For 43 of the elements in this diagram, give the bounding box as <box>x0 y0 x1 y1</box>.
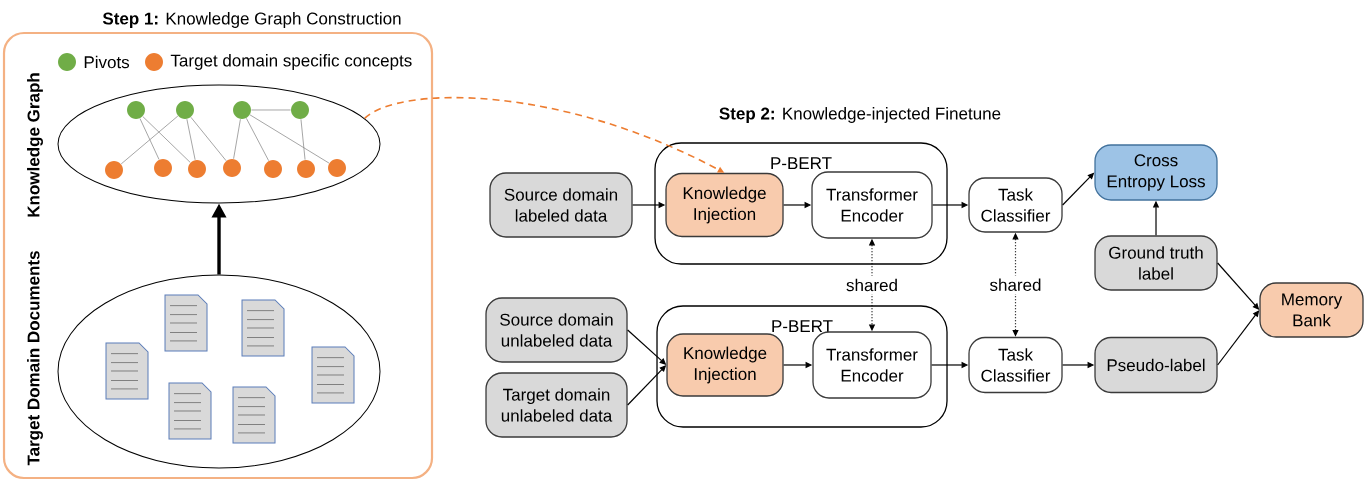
arrow <box>1217 310 1260 366</box>
graph-node <box>291 101 309 119</box>
process-box: Task Classifier <box>968 336 1063 394</box>
process-box: Knowledge Injection <box>665 172 784 238</box>
line <box>246 117 269 161</box>
heading: Step 2: Knowledge-injected Finetune <box>719 107 1001 123</box>
data-box: Source domain unlabeled data <box>485 297 628 363</box>
process-box: Task Classifier <box>968 177 1063 233</box>
line <box>233 118 241 160</box>
data-box: Source domain labeled data <box>489 172 633 238</box>
edge-label: shared <box>986 275 1045 294</box>
graph-node <box>223 159 241 177</box>
line <box>251 109 291 111</box>
process-box: Transformer Encoder <box>812 331 932 399</box>
data-box: Pseudo-label <box>1094 336 1218 394</box>
process-box: Knowledge Injection <box>666 333 784 397</box>
side-label: Target Domain Documents <box>27 251 43 466</box>
line <box>190 116 227 162</box>
legend-label: Target domain specific concepts <box>170 54 412 70</box>
data-box: Ground truth label <box>1094 235 1218 291</box>
edge-label: shared <box>843 275 901 295</box>
process-box: Memory Bank <box>1259 282 1364 338</box>
data-box: Target domain unlabeled data <box>485 372 628 438</box>
process-box: Transformer Encoder <box>811 171 933 239</box>
graph-node <box>188 160 206 178</box>
graph-node <box>127 101 145 119</box>
side-label: Knowledge Graph <box>27 73 43 217</box>
graph-node <box>328 159 346 177</box>
line <box>249 114 330 164</box>
process-box: Cross Entropy Loss <box>1094 144 1218 201</box>
line <box>139 118 160 160</box>
graph-node <box>297 160 315 178</box>
graph-node <box>176 101 194 119</box>
graph-node <box>233 101 251 119</box>
graph-node <box>105 161 123 179</box>
line <box>300 119 306 160</box>
line <box>120 115 179 165</box>
line <box>142 116 191 163</box>
legend-label: Pivots <box>84 55 130 69</box>
line <box>186 118 196 161</box>
heading: Step 1: Knowledge Graph Construction <box>102 12 401 28</box>
graph-node <box>154 159 172 177</box>
graph-node <box>264 160 282 178</box>
